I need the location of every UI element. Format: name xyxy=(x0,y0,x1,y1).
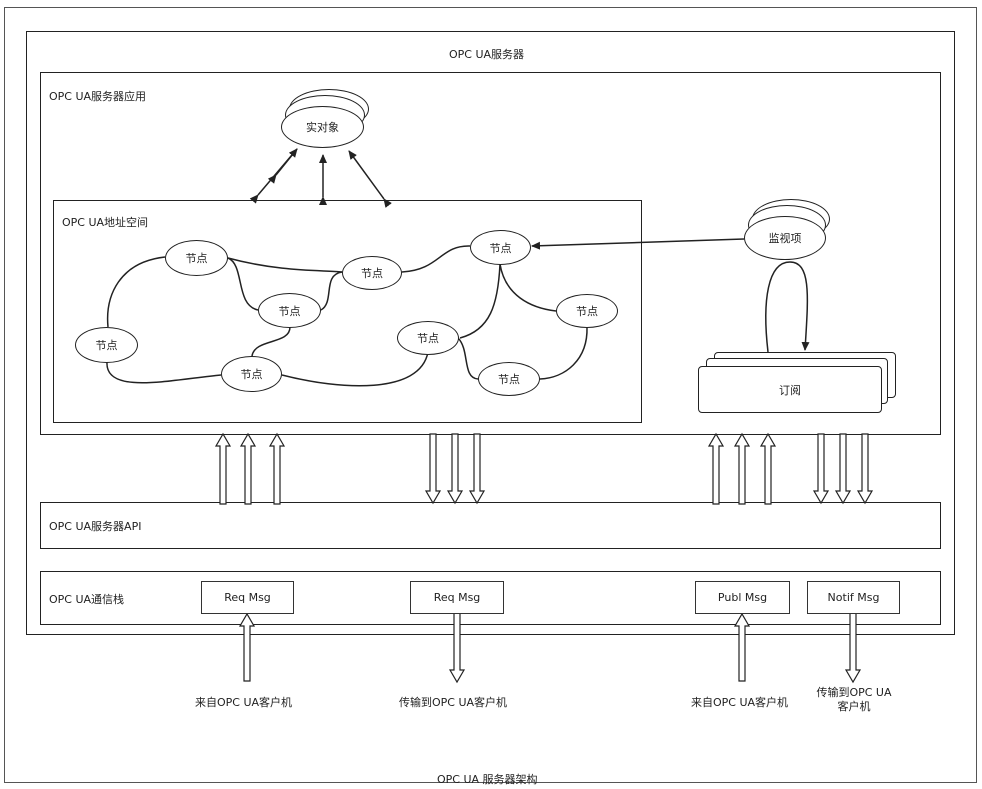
stack-title: OPC UA通信栈 xyxy=(49,593,125,606)
subscription: 订阅 xyxy=(698,366,882,413)
node-6: 节点 xyxy=(470,230,531,265)
address-space-title: OPC UA地址空间 xyxy=(62,216,149,229)
node-3: 节点 xyxy=(221,356,282,392)
external-label-to-client-1: 传输到OPC UA客户机 xyxy=(399,696,508,709)
api-box xyxy=(40,502,941,549)
node-1: 节点 xyxy=(75,327,138,363)
external-label-from-client-2: 来自OPC UA客户机 xyxy=(691,696,789,709)
external-label-from-client-1: 来自OPC UA客户机 xyxy=(195,696,293,709)
notif-msg: Notif Msg xyxy=(807,581,900,614)
real-object: 实对象 xyxy=(281,106,364,148)
server-app-title: OPC UA服务器应用 xyxy=(49,90,147,103)
node-9: 节点 xyxy=(478,362,540,396)
monitored-item: 监视项 xyxy=(744,216,826,260)
node-8: 节点 xyxy=(397,321,459,355)
req-msg-in: Req Msg xyxy=(201,581,294,614)
server-title: OPC UA服务器 xyxy=(449,48,525,61)
node-2: 节点 xyxy=(165,240,228,276)
diagram-caption: OPC UA 服务器架构 xyxy=(437,773,538,786)
node-4: 节点 xyxy=(258,293,321,328)
api-title: OPC UA服务器API xyxy=(49,520,142,533)
external-label-to-client-2: 传输到OPC UA 客户机 xyxy=(816,686,892,713)
node-5: 节点 xyxy=(342,256,402,290)
address-space-box xyxy=(53,200,642,423)
req-msg-out: Req Msg xyxy=(410,581,504,614)
publ-msg: Publ Msg xyxy=(695,581,790,614)
node-7: 节点 xyxy=(556,294,618,328)
subscription-label: 订阅 xyxy=(779,383,801,397)
